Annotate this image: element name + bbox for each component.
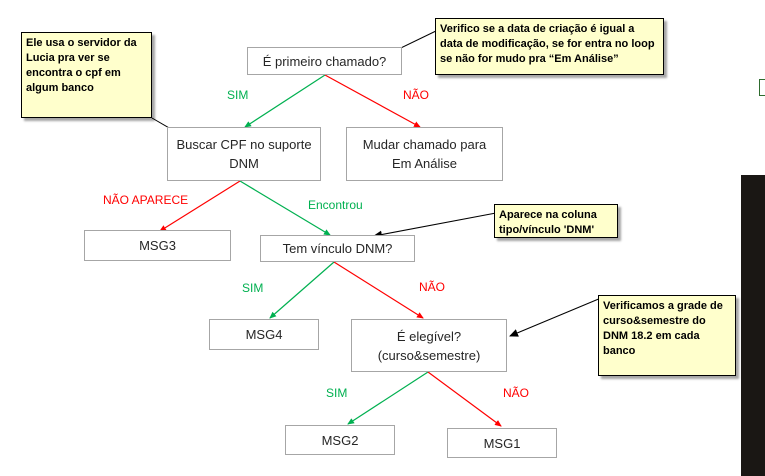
node-primeiro-chamado: É primeiro chamado? <box>247 47 402 75</box>
edge-label-nao-2: NÃO <box>419 280 446 294</box>
node-msg4-text: MSG4 <box>245 327 283 342</box>
node-primeiro-chamado-text: É primeiro chamado? <box>262 53 387 69</box>
note-coluna-dnm-text: Aparece na coluna tipo/vínculo 'DNM' <box>499 209 597 236</box>
note-servidor-lucia-text: Ele usa o servidor da Lucia pra ver se e… <box>26 37 137 94</box>
edge-label-sim-1: SIM <box>227 88 249 102</box>
note-data-criacao-text: Verifico se a data de criação é igual a … <box>440 23 655 65</box>
edge-vinculo-msg4 <box>269 261 335 319</box>
node-buscar-cpf: Buscar CPF no suporte DNM <box>167 127 321 181</box>
note-coluna-dnm: Aparece na coluna tipo/vínculo 'DNM' <box>494 204 618 238</box>
node-elegivel: É elegível? (curso&semestre) <box>351 319 507 372</box>
note-pointer-grade <box>509 297 602 337</box>
edge-vinculo-elegivel <box>333 261 424 319</box>
edge-label-nao-3: NÃO <box>503 386 530 400</box>
note-servidor-lucia: Ele usa o servidor da Lucia pra ver se e… <box>21 32 152 118</box>
node-msg4: MSG4 <box>209 319 319 350</box>
node-mudar-chamado-text: Mudar chamado para Em Análise <box>362 137 487 171</box>
node-tem-vinculo: Tem vínculo DNM? <box>260 235 415 262</box>
cropped-dark-image <box>741 175 765 476</box>
note-data-criacao: Verifico se a data de criação é igual a … <box>435 18 664 75</box>
edge-primeiro-mudar <box>324 74 421 128</box>
node-tem-vinculo-text: Tem vínculo DNM? <box>282 241 393 256</box>
edge-label-nao-1: NÃO <box>403 88 430 102</box>
node-msg3: MSG3 <box>84 230 231 261</box>
edge-elegivel-msg1 <box>427 371 502 427</box>
note-grade-curso-text: Verificamos a grade de curso&semestre do… <box>603 300 723 357</box>
node-msg1-text: MSG1 <box>483 435 521 451</box>
edge-label-encontrou: Encontrou <box>308 198 363 212</box>
edge-label-nao-aparece: NÃO APARECE <box>103 193 189 207</box>
edge-buscar-msg3 <box>159 180 241 232</box>
edge-label-sim-3: SIM <box>326 386 348 400</box>
cropped-green-frame <box>759 79 765 96</box>
edge-buscar-vinculo <box>239 180 331 236</box>
note-grade-curso: Verificamos a grade de curso&semestre do… <box>598 295 736 376</box>
note-pointer-coluna <box>373 212 497 239</box>
node-mudar-chamado: Mudar chamado para Em Análise <box>346 127 503 181</box>
node-buscar-cpf-text: Buscar CPF no suporte DNM <box>176 137 312 171</box>
node-msg1: MSG1 <box>447 428 557 458</box>
node-msg2-text: MSG2 <box>321 432 359 448</box>
edge-elegivel-msg2 <box>347 371 429 425</box>
edge-label-sim-2: SIM <box>242 281 264 295</box>
node-msg3-text: MSG3 <box>139 238 176 253</box>
node-elegivel-text: É elegível? (curso&semestre) <box>377 328 481 363</box>
node-msg2: MSG2 <box>285 425 395 455</box>
edge-primeiro-buscar <box>244 74 326 128</box>
